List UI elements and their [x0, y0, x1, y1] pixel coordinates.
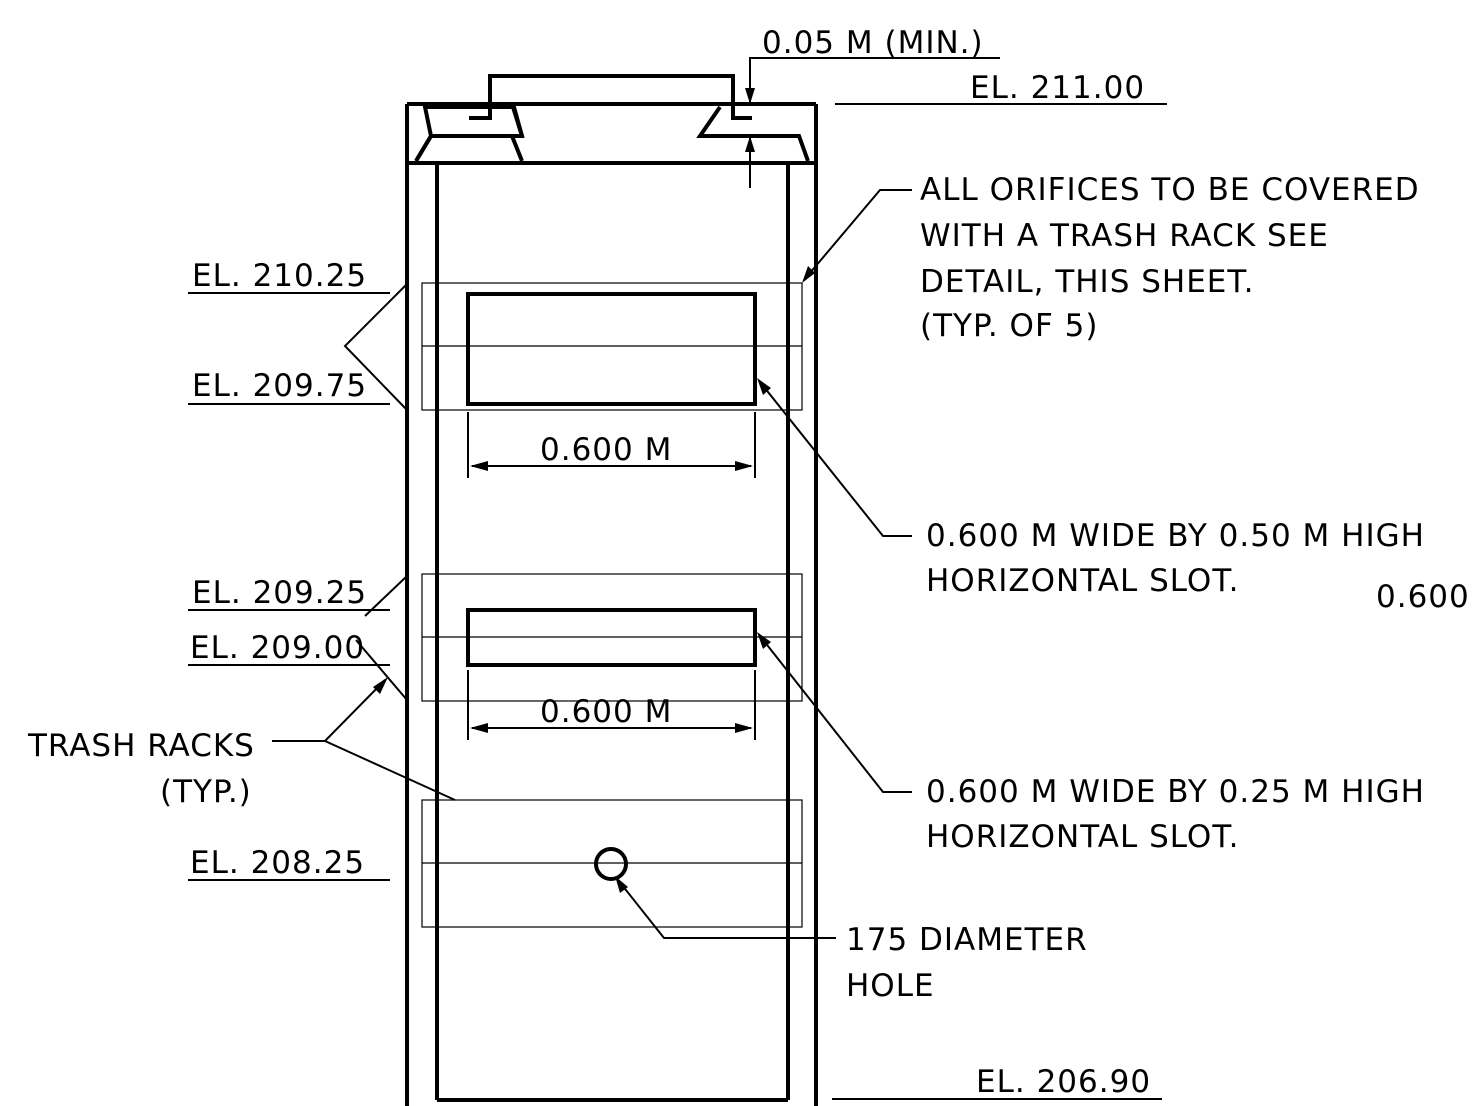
trash-racks-label-2: (TYP.): [160, 774, 252, 810]
elevation-label-210-25: EL. 210.25: [192, 258, 367, 294]
top-clearance-dimension: [745, 57, 1000, 188]
trash-racks-label-1: TRASH RACKS: [27, 728, 255, 764]
dimension-lower-label: 0.600 M: [540, 694, 672, 730]
hole-label-2: HOLE: [846, 968, 935, 1004]
upper-slot-note-1: 0.600 M WIDE BY 0.50 M HIGH: [926, 518, 1425, 554]
upper-slot-note-2: HORIZONTAL SLOT.: [926, 563, 1239, 599]
lower-slot-note-2: HORIZONTAL SLOT.: [926, 819, 1239, 855]
upper-slot: [466, 292, 757, 406]
note-line-3: DETAIL, THIS SHEET.: [920, 264, 1255, 300]
trash-racks: [421, 282, 803, 928]
elevation-label-209-75: EL. 209.75: [192, 368, 367, 404]
elevation-label-209-00: EL. 209.00: [190, 630, 365, 666]
elevation-label-208-25: EL. 208.25: [190, 845, 365, 881]
leader-lines: [272, 189, 912, 939]
elevation-label-209-25: EL. 209.25: [192, 575, 367, 611]
lower-slot: [466, 608, 757, 667]
dimension-upper: [467, 412, 756, 478]
top-grate: [414, 74, 810, 163]
note-line-4: (TYP. OF 5): [920, 308, 1098, 344]
note-line-1: ALL ORIFICES TO BE COVERED: [920, 172, 1420, 208]
elevation-lines: [188, 103, 1167, 1100]
elevation-label-bottom: EL. 206.90: [976, 1064, 1151, 1100]
structure-walls: [405, 102, 818, 1106]
note-line-2: WITH A TRASH RACK SEE: [920, 218, 1329, 254]
hole-label-1: 175 DIAMETER: [846, 922, 1088, 958]
dimension-upper-label: 0.600 M: [540, 432, 672, 468]
orifice-hole: [594, 847, 628, 881]
upper-slot-extra: 0.600: [1376, 579, 1470, 615]
elevation-label-top: EL. 211.00: [970, 70, 1145, 106]
dimension-lower: [467, 670, 756, 740]
lower-slot-note-1: 0.600 M WIDE BY 0.25 M HIGH: [926, 774, 1425, 810]
top-clearance-label: 0.05 M (MIN.): [762, 25, 984, 61]
